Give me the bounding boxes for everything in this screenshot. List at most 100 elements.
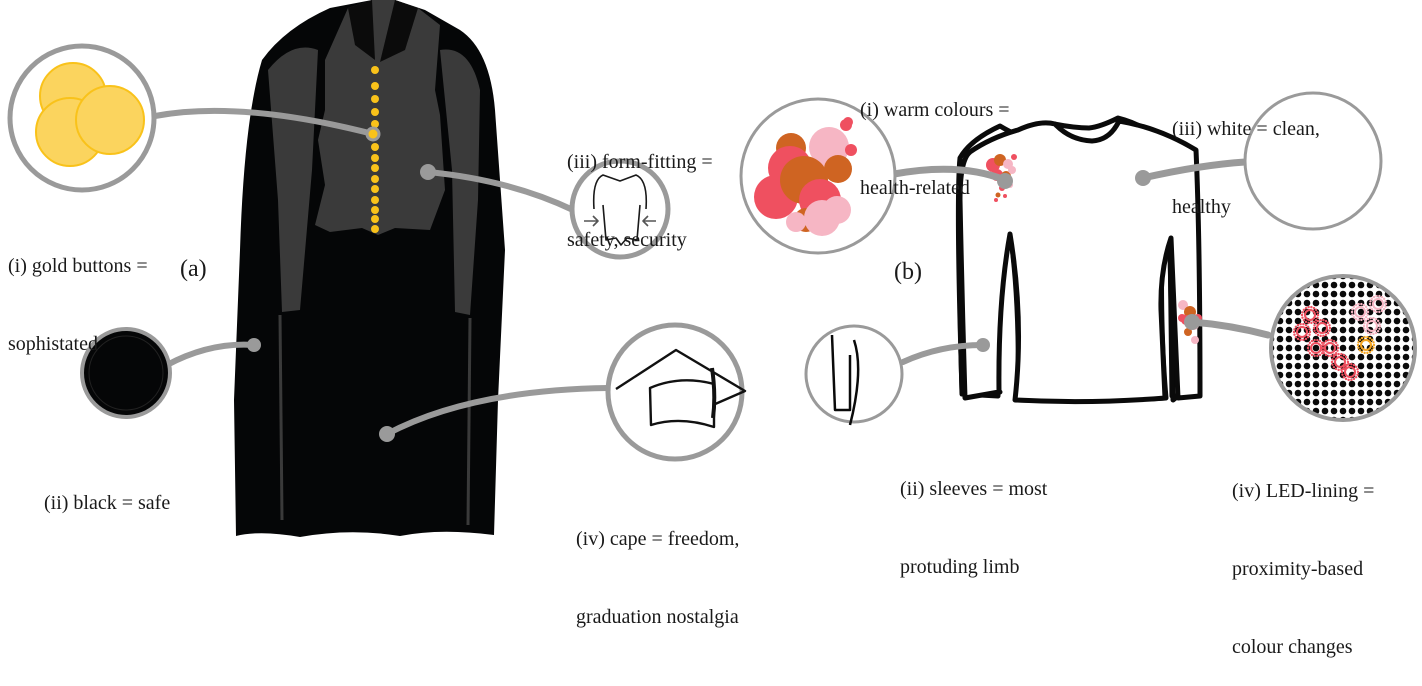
led-glow-dot bbox=[1318, 353, 1322, 357]
led-glow-dot bbox=[1346, 360, 1350, 364]
led-dot bbox=[1366, 389, 1374, 397]
gold-button bbox=[371, 66, 379, 74]
led-glow-dot bbox=[1316, 311, 1319, 314]
led-glow-dot bbox=[1384, 305, 1387, 308]
led-glow-dot bbox=[1316, 338, 1319, 342]
led-dot bbox=[1357, 380, 1365, 388]
gold-button-row bbox=[371, 66, 379, 233]
led-glow-dot bbox=[1328, 329, 1331, 332]
led-glow-dot bbox=[1299, 325, 1303, 329]
callout-gold-buttons[interactable] bbox=[7, 43, 381, 193]
gold-button bbox=[371, 95, 379, 103]
led-glow-dot bbox=[1312, 320, 1316, 324]
led-dot bbox=[1294, 353, 1302, 361]
led-glow-dot bbox=[1353, 369, 1356, 372]
led-dot bbox=[1330, 326, 1338, 334]
led-dot bbox=[1312, 290, 1320, 298]
led-glow-dot bbox=[1364, 305, 1368, 309]
led-glow-dot bbox=[1354, 303, 1358, 307]
led-dot bbox=[1357, 398, 1365, 406]
led-glow-dot bbox=[1371, 329, 1375, 333]
led-glow-dot bbox=[1372, 316, 1375, 320]
led-glow-dot bbox=[1334, 353, 1338, 357]
led-dot bbox=[1294, 371, 1302, 379]
led-glow-dot bbox=[1307, 349, 1310, 352]
led-dot bbox=[1285, 276, 1293, 280]
led-dot bbox=[1339, 380, 1347, 388]
led-dot bbox=[1402, 407, 1410, 415]
label-form-fitting: (iii) form-fitting = safety, security bbox=[567, 97, 713, 279]
led-glow-dot bbox=[1363, 335, 1366, 339]
led-dot bbox=[1402, 389, 1410, 397]
led-dot bbox=[1294, 317, 1302, 325]
led-glow-dot bbox=[1313, 329, 1316, 332]
sleeve-right bbox=[440, 49, 480, 315]
led-glow-dot bbox=[1309, 318, 1313, 322]
led-glow-dot bbox=[1363, 322, 1366, 325]
callout-white[interactable] bbox=[1135, 91, 1383, 231]
led-glow-dot bbox=[1342, 365, 1346, 369]
led-glow-dot bbox=[1314, 331, 1318, 335]
gold-button bbox=[371, 154, 379, 162]
led-dot bbox=[1348, 398, 1356, 406]
warm-colour-dot bbox=[994, 154, 1006, 166]
led-glow-dot bbox=[1359, 315, 1363, 319]
led-dot bbox=[1303, 290, 1311, 298]
callout-warm-colours[interactable] bbox=[739, 97, 1013, 255]
led-glow-dot bbox=[1322, 351, 1326, 355]
led-dot bbox=[1321, 308, 1329, 316]
led-glow-dot bbox=[1349, 375, 1353, 379]
led-glow-dot bbox=[1350, 362, 1353, 366]
led-glow-dot bbox=[1319, 318, 1322, 322]
led-glow-dot bbox=[1314, 308, 1318, 312]
warm-colour-dots-icon bbox=[754, 117, 857, 236]
led-dot bbox=[1393, 326, 1401, 334]
callout-form-fitting[interactable] bbox=[420, 158, 671, 260]
led-glow-dot bbox=[1369, 316, 1372, 320]
led-dot bbox=[1375, 276, 1383, 280]
led-dot bbox=[1271, 389, 1275, 397]
led-dot bbox=[1330, 317, 1338, 325]
led-glow-dot bbox=[1315, 351, 1319, 355]
led-dot bbox=[1348, 344, 1356, 352]
led-glow-dot bbox=[1343, 359, 1346, 362]
label-line: protuding limb bbox=[900, 556, 1020, 578]
callout-led-lining[interactable] bbox=[1184, 273, 1418, 424]
led-glow-dot bbox=[1372, 309, 1376, 313]
led-dot bbox=[1285, 281, 1293, 289]
led-glow-dot bbox=[1382, 297, 1386, 301]
led-glow-dot bbox=[1344, 363, 1348, 367]
callout-sleeves[interactable] bbox=[804, 324, 990, 426]
led-dot bbox=[1294, 308, 1302, 316]
led-glow-dot bbox=[1360, 318, 1363, 322]
warm-colour-dot bbox=[1008, 166, 1016, 174]
led-glow-dot bbox=[1369, 332, 1372, 336]
led-dot bbox=[1411, 276, 1415, 280]
led-dot bbox=[1330, 299, 1338, 307]
led-dot bbox=[1366, 362, 1374, 370]
led-dot bbox=[1312, 335, 1320, 343]
black-circle-icon bbox=[88, 335, 164, 411]
led-glow-dot bbox=[1313, 312, 1316, 315]
led-glow-dot bbox=[1322, 318, 1325, 322]
led-glow-dot bbox=[1362, 324, 1366, 328]
led-glow-dot bbox=[1356, 370, 1360, 374]
led-dot bbox=[1285, 362, 1293, 370]
led-glow-dot bbox=[1319, 321, 1323, 325]
led-glow-dot bbox=[1320, 341, 1324, 345]
led-dot bbox=[1321, 398, 1329, 406]
led-dot bbox=[1375, 380, 1383, 388]
label-gold-buttons: (i) gold buttons = sophistated bbox=[8, 201, 148, 383]
led-glow-dot bbox=[1304, 337, 1308, 341]
led-dot bbox=[1276, 389, 1284, 397]
warm-colour-dot bbox=[1191, 336, 1199, 344]
led-glow-dot bbox=[1318, 339, 1322, 343]
callout-black[interactable] bbox=[80, 327, 261, 419]
callout-cape[interactable] bbox=[379, 322, 747, 462]
led-dot bbox=[1312, 398, 1320, 406]
led-glow-dot bbox=[1372, 332, 1375, 336]
led-dot bbox=[1375, 389, 1383, 397]
led-dot bbox=[1402, 353, 1410, 361]
led-dot bbox=[1294, 380, 1302, 388]
led-dot bbox=[1321, 380, 1329, 388]
